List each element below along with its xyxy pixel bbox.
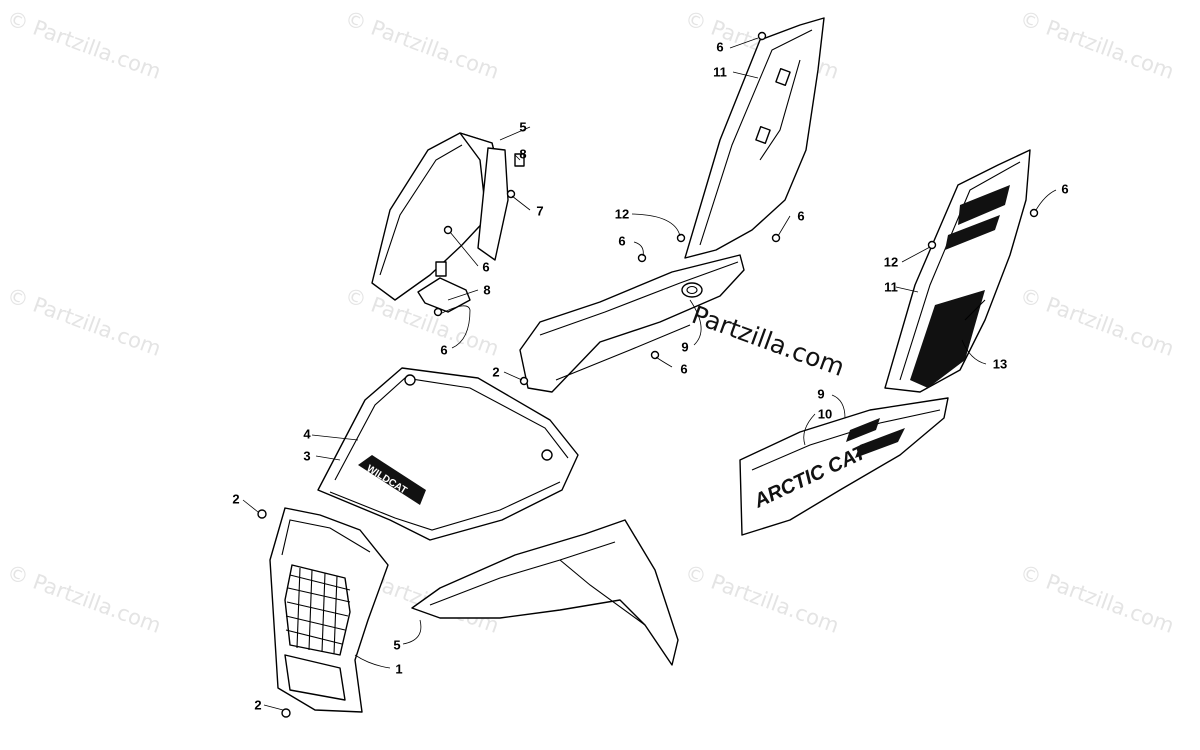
callout-number: 2 xyxy=(232,491,240,507)
callout-number: 9 xyxy=(681,339,689,355)
callout-number: 6 xyxy=(680,361,688,377)
callout-number: 6 xyxy=(1061,181,1069,197)
part-fender-upper-left xyxy=(371,132,509,301)
callout-number: 6 xyxy=(716,39,724,55)
callout-number: 5 xyxy=(519,119,527,135)
callout-number: 6 xyxy=(482,259,490,275)
callout-number: 1 xyxy=(395,661,403,677)
callout-number: 11 xyxy=(884,279,898,295)
part-side-panel-upper xyxy=(684,17,825,259)
fasteners xyxy=(257,31,1039,718)
callout-number: 7 xyxy=(536,203,544,219)
callout-number: 8 xyxy=(483,282,491,298)
callout-number: 8 xyxy=(519,146,527,162)
callout-number: 6 xyxy=(618,233,626,249)
callout-number: 2 xyxy=(492,364,500,380)
part-hood: WILDCAT xyxy=(317,367,579,541)
callout-number: 6 xyxy=(797,208,805,224)
leader-lines xyxy=(242,37,1057,711)
callout-number: 13 xyxy=(992,356,1008,372)
callout-number: 9 xyxy=(817,386,825,402)
part-rocker-panel-right: ARCTIC CAT xyxy=(739,397,949,536)
callout-number: 12 xyxy=(614,206,630,222)
callout-number: 2 xyxy=(254,697,262,713)
callout-number: 5 xyxy=(393,637,401,653)
callout-number: 10 xyxy=(817,406,833,422)
part-front-grille xyxy=(269,507,389,713)
part-side-panel-right xyxy=(884,149,1031,393)
callout-number: 3 xyxy=(303,448,311,464)
part-fender-lower xyxy=(411,519,679,666)
callout-number: 12 xyxy=(883,254,899,270)
part-rocker-panel-upper xyxy=(519,254,745,393)
callout-number: 6 xyxy=(440,342,448,358)
callout-number: 4 xyxy=(303,426,311,442)
callout-number: 11 xyxy=(713,64,727,80)
